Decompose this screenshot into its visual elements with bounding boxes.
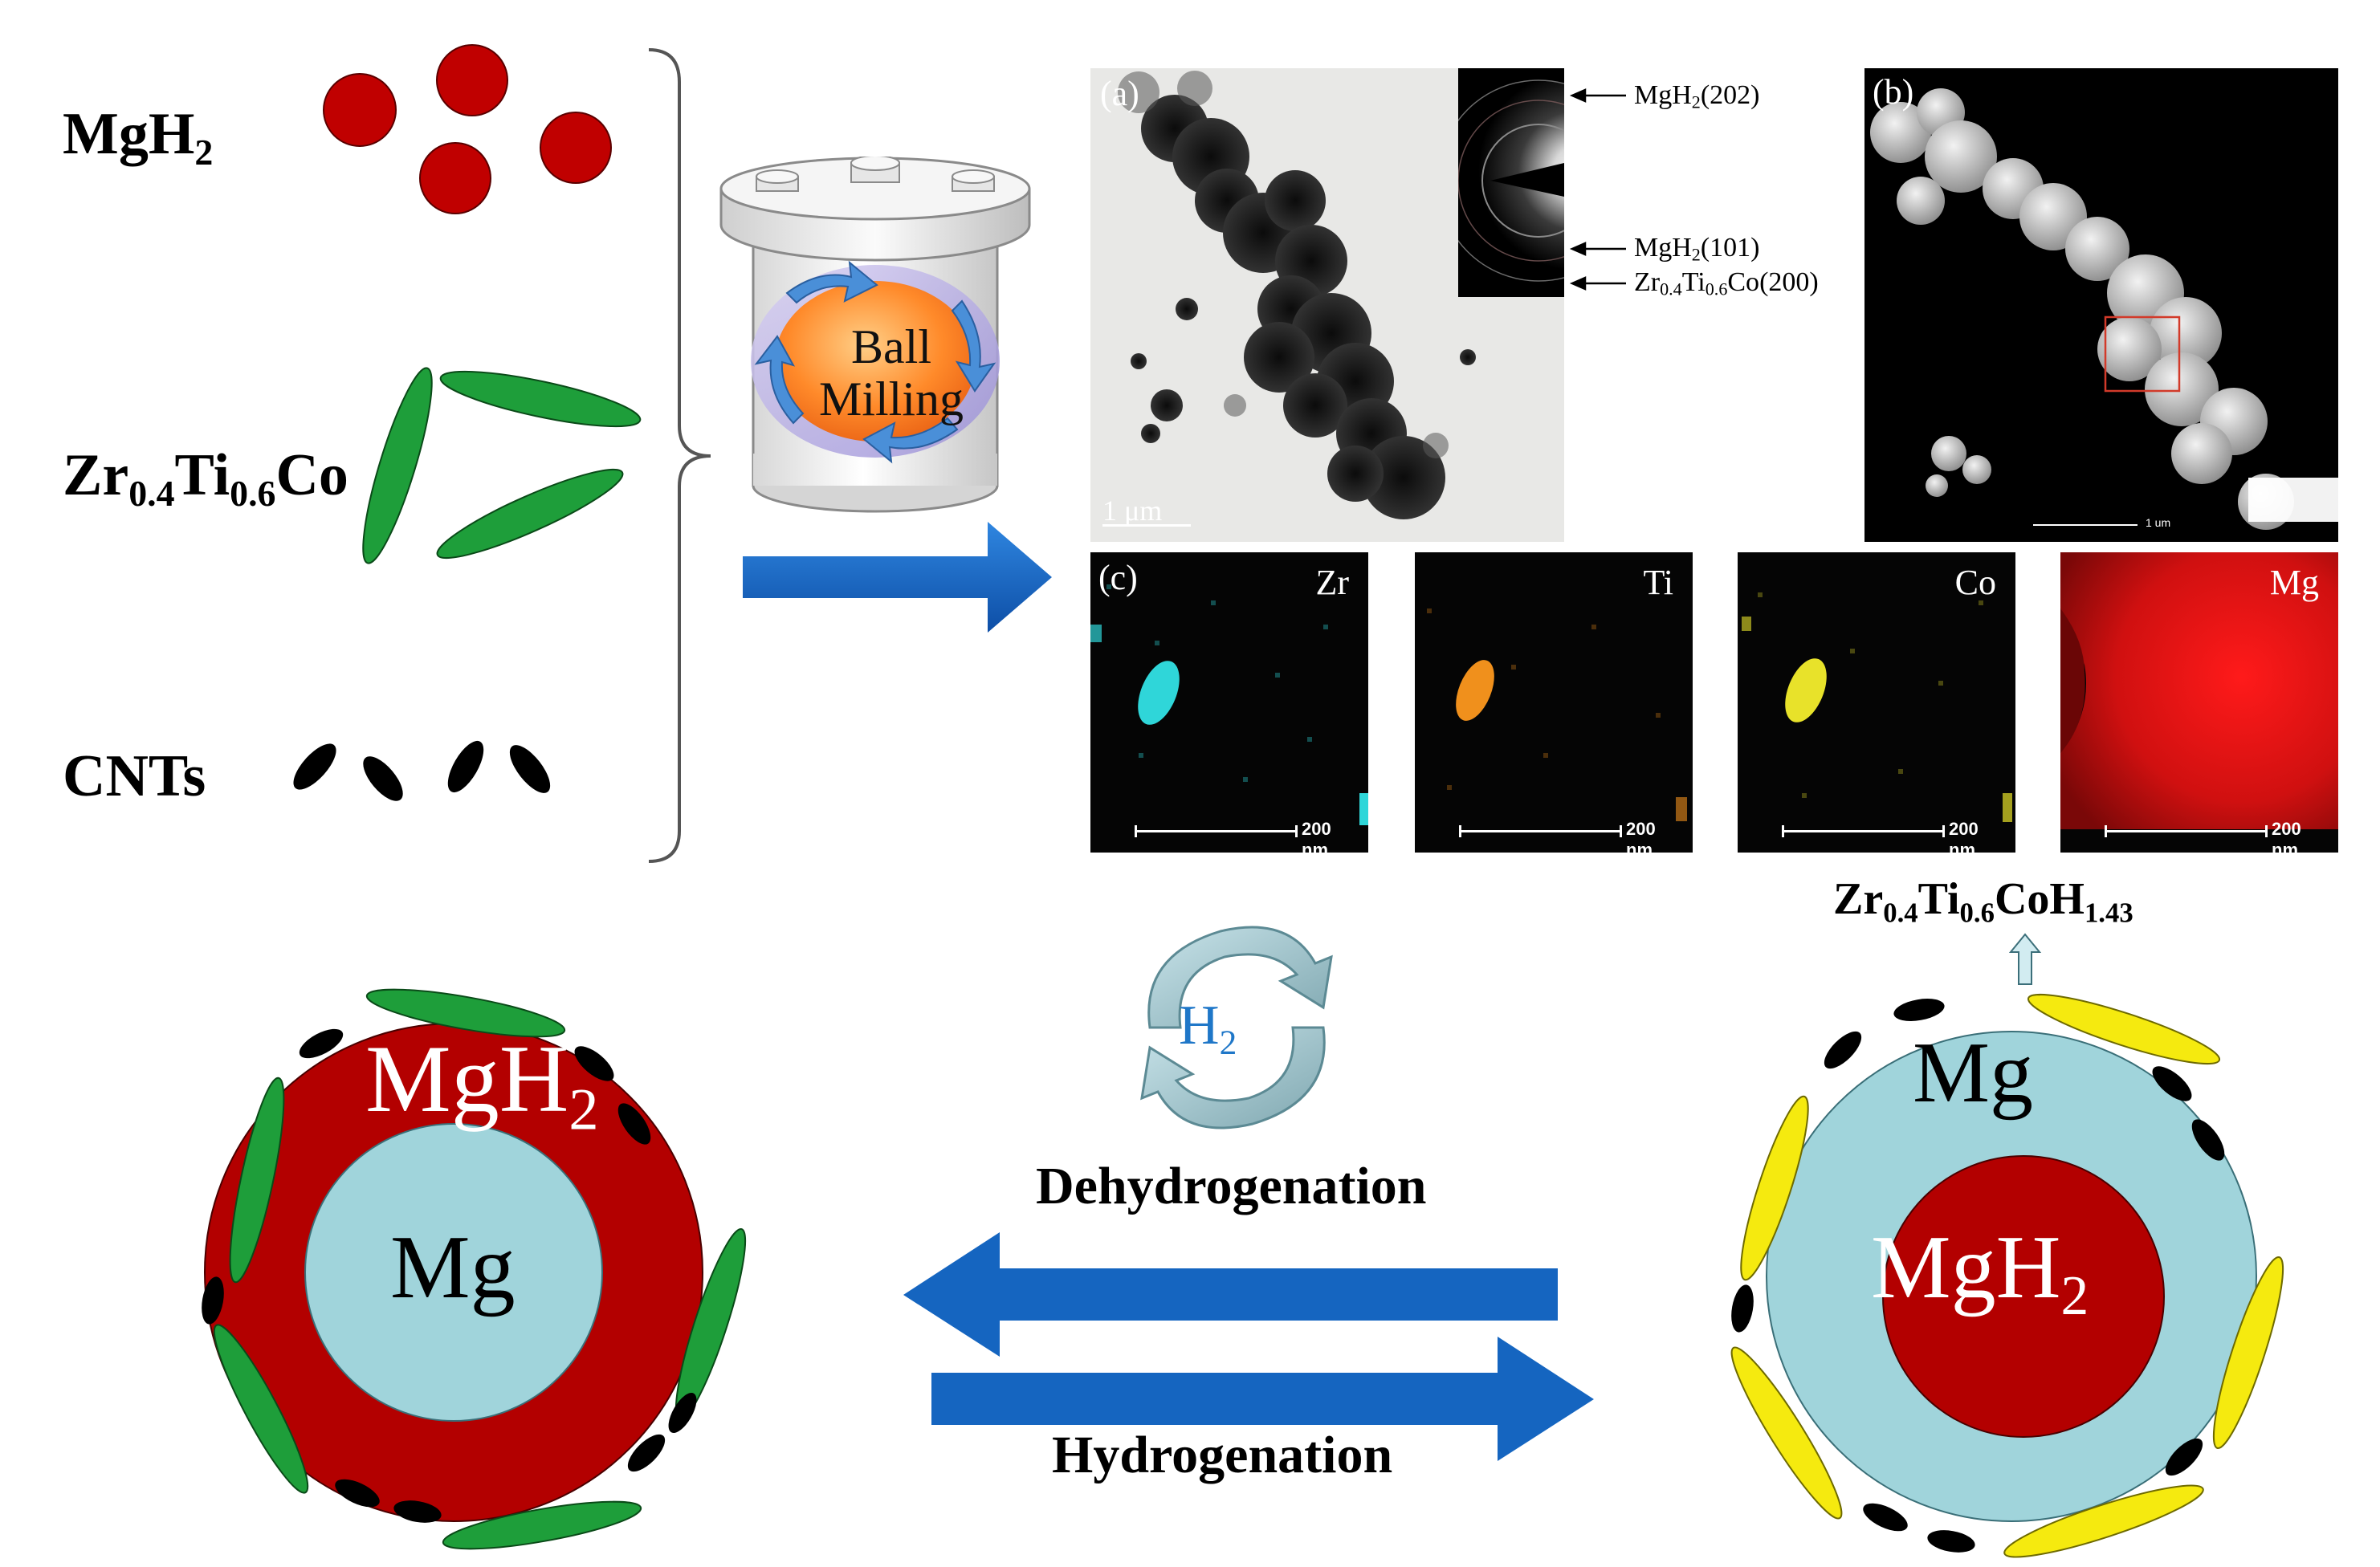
stem-scale-bar: 1 um (2033, 516, 2210, 535)
ti-signal (1427, 608, 1687, 821)
saed-inset (1458, 68, 1564, 297)
left-particle-core (304, 1123, 603, 1422)
label-hydrogenation: Hydrogenation (1052, 1426, 1393, 1484)
panel-letter-b: (b) (1873, 72, 1914, 112)
milling-arrow (743, 522, 1052, 633)
tem-scale-text: 1 μm (1102, 495, 1163, 527)
saed-label-mgh2-101: MgH2(101) (1634, 233, 1760, 265)
eds-scale-zr: 200 nm (1135, 819, 1331, 853)
co-signal (1742, 592, 2012, 822)
h2-cycle (1140, 926, 1333, 1129)
label-cnts: CNTs (63, 743, 206, 809)
label-hydride-phase: Zr0.4Ti0.6CoH1.43 (1833, 874, 2133, 929)
mgh2-particle (419, 142, 491, 214)
cnt-particle (447, 740, 484, 793)
eds-scale-mg: 200 nm (2105, 819, 2301, 853)
right-particle-core (1882, 1155, 2165, 1438)
right-particle (1730, 993, 2284, 1558)
cnt-particle (509, 745, 551, 793)
mgh2-particle (436, 44, 508, 116)
stem-scale-text: 1 um (2146, 516, 2171, 529)
tem-panel-a: (a) 1 μm (1090, 68, 1564, 542)
label-dehydrogenation: Dehydrogenation (1036, 1157, 1427, 1215)
lid-knob (850, 157, 900, 183)
left-core-label: Mg (390, 1218, 516, 1317)
phase-pointer-arrow (2008, 933, 2042, 985)
eds-label-co: Co (1954, 563, 1996, 602)
eds-map-ti: Ti 200 nm (1415, 552, 1693, 853)
label-mgh2: MgH2 (63, 101, 214, 173)
cnt-particle (293, 743, 336, 790)
saed-label-mgh2-202: MgH2(202) (1634, 80, 1760, 112)
cnt-particle (363, 756, 403, 801)
zrtico-particle (362, 367, 433, 564)
label-zrtico: Zr0.4Ti0.6Co (63, 442, 348, 514)
zrtico-particle (436, 468, 624, 560)
eds-map-mg: Mg 200 nm (2060, 552, 2338, 853)
dehydrogenation-arrow (903, 1232, 1558, 1357)
left-shell-label: MgH2 (365, 1025, 599, 1143)
eds-label-mg: Mg (2269, 563, 2319, 602)
panel-letter-c: (c) (1098, 558, 1138, 597)
starting-materials-graphics (293, 44, 711, 863)
tem-scale-bar: 1 μm (1102, 494, 1199, 527)
mgh2-particles (323, 44, 612, 214)
stem-panel-b: (b) 1 um (1864, 68, 2338, 542)
mgh2-particle (540, 112, 612, 184)
saed-rings (1458, 79, 1564, 282)
zr-signal (1090, 584, 1368, 825)
curly-brace (648, 48, 711, 863)
right-cnt-coating (1731, 999, 2225, 1553)
saed-pointer-arrows (1569, 88, 1626, 291)
ball-milling-jar (719, 157, 1031, 513)
lid-knob (952, 169, 995, 192)
eds-scale-co: 200 nm (1782, 819, 1979, 853)
hydrogenation-arrow (931, 1337, 1594, 1461)
eds-map-zr: (c) Zr 200 nm (1090, 552, 1368, 853)
lid-knob (756, 169, 799, 192)
left-zrtico-coating (213, 988, 747, 1550)
ball-milling-label: Ball Milling (818, 320, 964, 425)
panel-letter-a: (a) (1100, 74, 1139, 113)
mgh2-particle (323, 73, 397, 147)
eds-label-ti: Ti (1643, 563, 1673, 602)
stem-agglomerate (1870, 88, 2338, 530)
left-particle (202, 988, 747, 1550)
right-core-label: MgH2 (1871, 1218, 2089, 1327)
right-shell-label: Mg (1913, 1025, 2034, 1121)
eds-label-zr: Zr (1315, 563, 1349, 602)
h2-gas-label: H2 (1179, 995, 1237, 1063)
saed-label-zrtico-200: Zr0.4Ti0.6Co(200) (1634, 267, 1819, 299)
cnt-particles (293, 740, 551, 801)
left-cnt-coating (202, 1028, 697, 1523)
tem-agglomerate (1118, 71, 1476, 519)
zrtico-particles (362, 367, 642, 564)
eds-scale-ti: 200 nm (1459, 819, 1656, 853)
right-zrticoh-coating (1730, 993, 2284, 1558)
eds-map-co: Co 200 nm (1738, 552, 2015, 853)
zrtico-particle (439, 370, 642, 428)
mg-signal (2060, 552, 2338, 829)
